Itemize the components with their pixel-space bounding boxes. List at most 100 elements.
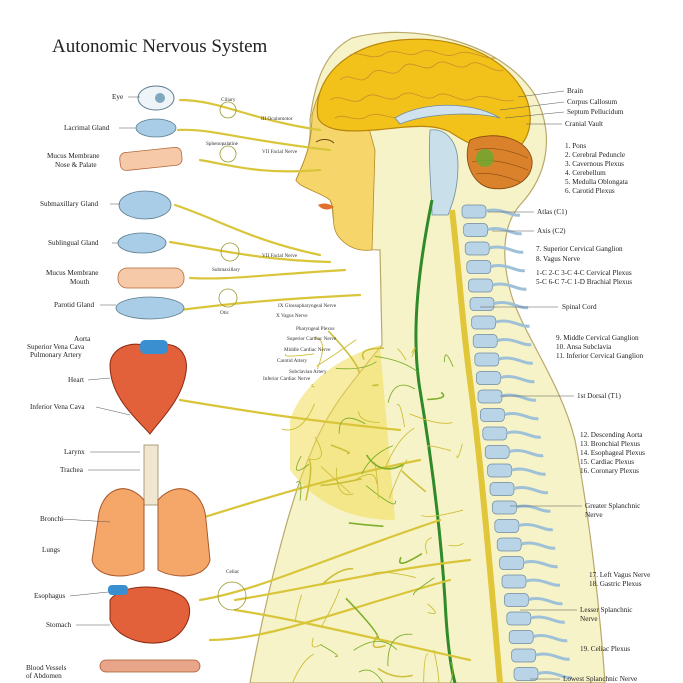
- label-lacrimal: Lacrimal Gland: [64, 124, 110, 132]
- sphenopalatine-ganglion: [220, 146, 236, 162]
- label-parotid: Parotid Gland: [54, 301, 95, 309]
- label-coronary: 16. Coronary Plexus: [580, 467, 639, 475]
- vertebra: [514, 668, 538, 681]
- label-celiac: Celiac: [226, 569, 240, 575]
- vertebra: [502, 575, 526, 588]
- label-bronchi: Bronchi: [40, 515, 63, 523]
- label-facial-2: VII Facial Nerve: [262, 253, 298, 259]
- label-celiac-plexus: 19. Celiac Plexus: [580, 645, 630, 653]
- label-cerebellum: 4. Cerebellum: [565, 169, 606, 177]
- vertebra: [480, 409, 504, 422]
- vertebra: [472, 316, 496, 329]
- label-atlas: Atlas (C1): [537, 208, 568, 216]
- aorta-vessel: [140, 340, 168, 354]
- right-lung: [158, 489, 210, 576]
- diagram-title: Autonomic Nervous System: [52, 36, 268, 57]
- vertebra: [465, 242, 489, 255]
- label-cerebral-peduncle: 2. Cerebral Peduncle: [565, 151, 625, 159]
- sublingual-gland: [118, 233, 166, 253]
- label-vagus-8: 8. Vagus Nerve: [536, 255, 580, 263]
- nerve-fiber: [373, 385, 379, 386]
- label-lesser-splanchnic-1: Lesser Splanchnic: [580, 606, 633, 614]
- organs: [92, 86, 210, 672]
- vertebra: [483, 427, 507, 440]
- vertebra: [473, 335, 497, 348]
- stomach-organ: [110, 587, 190, 643]
- label-mucus-mouth-2: Mouth: [70, 278, 90, 286]
- label-septum: Septum Pellucidum: [567, 108, 624, 116]
- vertebra: [470, 298, 494, 311]
- label-greater-splanchnic-2: Nerve: [585, 511, 603, 519]
- label-first-dorsal: 1st Dorsal (T1): [577, 392, 622, 400]
- nerve-fiber: [285, 354, 314, 356]
- label-spinal-cord: Spinal Cord: [562, 303, 597, 311]
- vertebra: [509, 631, 533, 644]
- vertebra: [478, 390, 502, 403]
- label-middle-cardiac: Middle Cardiac Nerve: [284, 347, 331, 353]
- vertebra: [476, 372, 500, 385]
- label-inferior-cervical: 11. Inferior Cervical Ganglion: [556, 352, 644, 360]
- label-superior-cardiac: Superior Cardiac Nerve: [287, 336, 337, 342]
- vertebra: [464, 224, 488, 237]
- label-inferior-cardiac: Inferior Cardiac Nerve: [263, 375, 311, 382]
- label-vagus: X Vagus Nerve: [276, 313, 308, 319]
- vertebra: [490, 483, 514, 496]
- left-lung: [92, 489, 144, 576]
- vertebra: [504, 594, 528, 607]
- mucus-membrane-mouth: [118, 268, 184, 288]
- label-lowest-splanchnic: Lowest Splanchnic Nerve: [563, 675, 637, 683]
- vertebra: [475, 353, 499, 366]
- label-larynx: Larynx: [64, 448, 85, 456]
- label-cranial-vault: Cranial Vault: [565, 120, 603, 128]
- label-eye: Eye: [112, 93, 123, 101]
- label-gastric-plexus: 18. Gastric Plexus: [589, 580, 642, 588]
- label-bronchial-plexus: 13. Bronchial Plexus: [580, 440, 640, 448]
- label-brain: Brain: [567, 87, 583, 95]
- label-mucus-mouth-1: Mucus Membrane: [46, 269, 99, 277]
- vertebra: [495, 520, 519, 533]
- label-trachea: Trachea: [60, 466, 84, 474]
- label-ciliary: Ciliary: [221, 97, 236, 103]
- abdomen-vessels: [100, 660, 200, 672]
- label-brachial-plexus: 5-C 6-C 7-C 1-D Brachial Plexus: [536, 278, 632, 286]
- label-cavernous: 3. Cavernous Plexus: [565, 160, 624, 168]
- label-cervical-plexus: 1-C 2-C 3-C 4-C Cervical Plexus: [536, 269, 632, 277]
- label-descending-aorta: 12. Descending Aorta: [580, 431, 643, 439]
- label-carotid-plexus: 6. Carotid Plexus: [565, 187, 615, 195]
- label-pons: 1. Pons: [565, 142, 586, 150]
- parotid-gland: [116, 297, 184, 319]
- label-medulla: 5. Medulla Oblongata: [565, 178, 629, 186]
- label-pulmonary: Pulmonary Artery: [30, 351, 82, 359]
- vertebra: [468, 279, 492, 292]
- label-lungs: Lungs: [42, 546, 60, 554]
- label-blood-vessels-2: of Abdomen: [26, 672, 62, 680]
- vertebra: [497, 538, 521, 551]
- label-stomach: Stomach: [46, 621, 72, 629]
- vertebra: [488, 464, 512, 477]
- vertebra: [485, 446, 509, 459]
- label-ansa: 10. Ansa Subclavia: [556, 343, 612, 351]
- trachea-organ: [144, 445, 158, 505]
- label-corpus-callosum: Corpus Callosum: [567, 98, 618, 106]
- labels-center: Pharyngeal Plexus Superior Cardiac Nerve…: [263, 326, 337, 382]
- heart-organ: [110, 344, 186, 434]
- label-aorta: Aorta: [74, 335, 91, 343]
- label-otic: Otic: [220, 310, 230, 316]
- label-sphenopalatine: Sphenopalatine: [206, 141, 239, 147]
- vertebra: [507, 612, 531, 625]
- label-submaxillary-ganglion: Submaxillary: [212, 267, 240, 273]
- lacrimal-gland: [136, 119, 176, 137]
- submaxillary-gland: [119, 191, 171, 219]
- label-blood-vessels-1: Blood Vessels: [26, 664, 67, 672]
- label-heart: Heart: [68, 376, 84, 384]
- label-esophageal: 14. Esophageal Plexus: [580, 449, 645, 457]
- vertebra: [462, 205, 486, 218]
- label-ivc: Inferior Vena Cava: [30, 403, 85, 411]
- vertebra: [492, 501, 516, 514]
- label-subclavian: Subclavian Artery: [289, 369, 327, 375]
- label-mucus-nose-1: Mucus Membrane: [47, 152, 100, 160]
- label-esophagus: Esophagus: [34, 592, 65, 600]
- label-left-vagus: 17. Left Vagus Nerve: [589, 571, 650, 579]
- label-facial-1: VII Facial Nerve: [262, 149, 298, 155]
